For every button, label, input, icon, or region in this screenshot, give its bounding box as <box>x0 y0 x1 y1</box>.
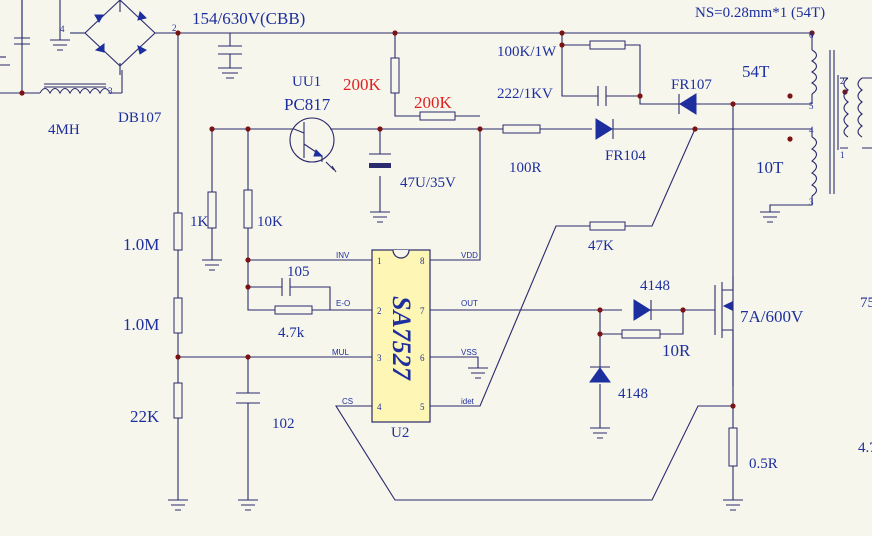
choke-label: 4MH <box>48 122 80 138</box>
pin-name-mul: MUL <box>332 348 349 357</box>
pin-number-8: 8 <box>420 256 425 266</box>
r-1m-a-label: 1.0M <box>123 235 159 254</box>
choke-4mh <box>39 83 111 95</box>
terminal-number-3: 3 <box>809 197 814 207</box>
d-fr107-label: FR107 <box>671 77 712 93</box>
pin-number-6: 6 <box>420 353 425 363</box>
wires <box>0 0 872 501</box>
pin-name-vss: VSS <box>461 348 477 357</box>
winding-10t-label: 10T <box>756 158 784 177</box>
bridge-rectifier <box>70 0 156 67</box>
r-22k-label: 22K <box>130 407 160 426</box>
edge-label-4: 4.7 <box>858 440 872 456</box>
r-100k-label: 100K/1W <box>497 44 557 60</box>
terminal-number-4: 4 <box>809 125 814 135</box>
r-4k7-label: 4.7k <box>278 325 305 341</box>
node-number-2: 2 <box>172 23 177 33</box>
terminal-number-1: 1 <box>840 150 845 160</box>
bridge-label: DB107 <box>118 110 162 126</box>
junctions <box>19 30 848 409</box>
pin-name-idet: idet <box>461 397 475 406</box>
terminal-number-6: 6 <box>809 30 814 40</box>
r-47k-label: 47K <box>588 238 614 254</box>
transformer-windings <box>810 49 863 197</box>
optocoupler-transistor <box>289 117 337 173</box>
pin-name-vdd: VDD <box>461 251 478 260</box>
c-47u-label: 47U/35V <box>400 175 456 191</box>
c-222-label: 222/1KV <box>497 86 553 102</box>
mosfet-symbol <box>722 301 733 311</box>
ic-sa7527 <box>336 249 468 423</box>
d-4148-a-label: 4148 <box>640 278 670 294</box>
edge-label-75: 75 <box>860 295 872 311</box>
d-fr104-label: FR104 <box>605 148 646 164</box>
opto-ref-label: UU1 <box>292 74 321 90</box>
pin-number-7: 7 <box>420 306 425 316</box>
c-102-label: 102 <box>272 416 295 432</box>
diodes <box>589 93 697 383</box>
r-1m-b-label: 1.0M <box>123 315 159 334</box>
pin-name-inv: INV <box>336 251 350 260</box>
ic-part-label: SA7527 <box>387 296 416 381</box>
input-capacitor <box>0 0 30 58</box>
pin-number-5: 5 <box>420 402 425 412</box>
resistors <box>173 40 738 467</box>
pin-name-out: OUT <box>461 299 478 308</box>
pin-name-cs: CS <box>342 397 353 406</box>
bulk-capacitor <box>218 45 242 79</box>
node-number-4: 4 <box>60 24 65 34</box>
input-ground <box>50 39 70 51</box>
r-200k-a-label: 200K <box>343 75 382 94</box>
opto-part-label: PC817 <box>284 95 331 114</box>
transformer-spec-label: NS=0.28mm*1 (54T) <box>695 5 825 21</box>
r-200k-b-label: 200K <box>414 93 453 112</box>
pin-number-4: 4 <box>377 402 382 412</box>
capacitors <box>236 86 607 404</box>
r-sense-label: 0.5R <box>749 456 778 472</box>
pin-number-1: 1 <box>377 256 382 266</box>
pin-number-3: 3 <box>377 353 382 363</box>
rail-voltage-label: 154/630V(CBB) <box>192 9 305 28</box>
c-105-label: 105 <box>287 264 310 280</box>
r-10r-label: 10R <box>662 341 691 360</box>
d-4148-b-label: 4148 <box>618 386 648 402</box>
node-number-3: 3 <box>108 86 113 96</box>
terminal-number-5: 5 <box>809 101 814 111</box>
pin-name-eo: E-O <box>336 299 350 308</box>
terminal-number-2: 2 <box>840 76 845 86</box>
ic-ref-label: U2 <box>391 425 409 441</box>
winding-54t-label: 54T <box>742 62 770 81</box>
r-10k-label: 10K <box>257 214 283 230</box>
r-100r-label: 100R <box>509 160 542 176</box>
grounds <box>168 211 780 511</box>
mosfet-label: 7A/600V <box>740 307 804 326</box>
pin-number-2: 2 <box>377 306 382 316</box>
r-1k-label: 1K <box>190 214 209 230</box>
